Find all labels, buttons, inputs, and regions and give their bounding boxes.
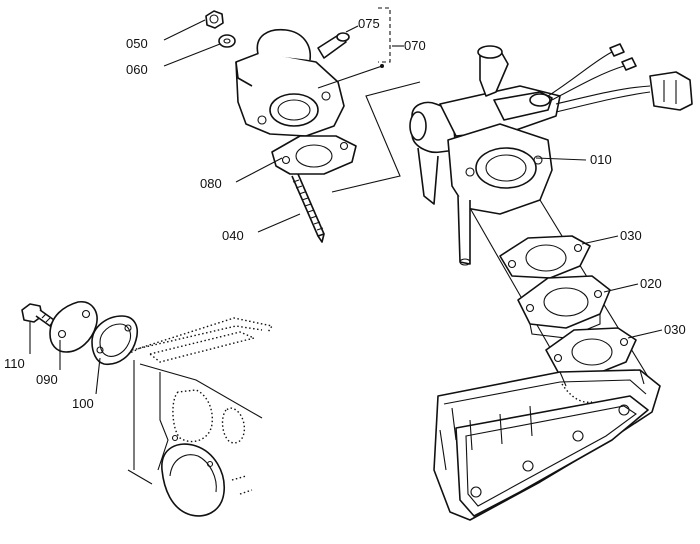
engine-block-fragment [123, 317, 274, 517]
callout-040: 040 [222, 228, 244, 243]
dot-marker [380, 64, 384, 68]
intake-manifold [433, 369, 661, 521]
leader-lines [29, 19, 663, 395]
gasket-030-lower [545, 327, 637, 375]
callout-050: 050 [126, 36, 148, 51]
callout-075: 075 [358, 16, 380, 31]
gasket-030-upper [499, 235, 591, 279]
callout-070: 070 [404, 38, 426, 53]
callout-020: 020 [640, 276, 662, 291]
callout-060: 060 [126, 62, 148, 77]
callout-100: 100 [72, 396, 94, 411]
callout-030-upper: 030 [620, 228, 642, 243]
callout-080: 080 [200, 176, 222, 191]
callout-110: 110 [4, 356, 25, 371]
elbow-housing-070 [235, 28, 350, 137]
nut-050 [205, 10, 224, 29]
callout-090: 090 [36, 372, 58, 387]
washer-060 [218, 34, 236, 48]
cover-plate-090 [49, 301, 98, 353]
callout-010: 010 [590, 152, 612, 167]
spacer-020 [517, 275, 611, 339]
bracket-070 [378, 7, 391, 63]
bolt-110 [21, 303, 55, 327]
gasket-100 [91, 315, 138, 365]
callout-030-lower: 030 [664, 322, 686, 337]
gasket-080 [271, 135, 357, 175]
throttle-body-010 [409, 43, 693, 401]
stud-bolt-040 [291, 173, 325, 243]
